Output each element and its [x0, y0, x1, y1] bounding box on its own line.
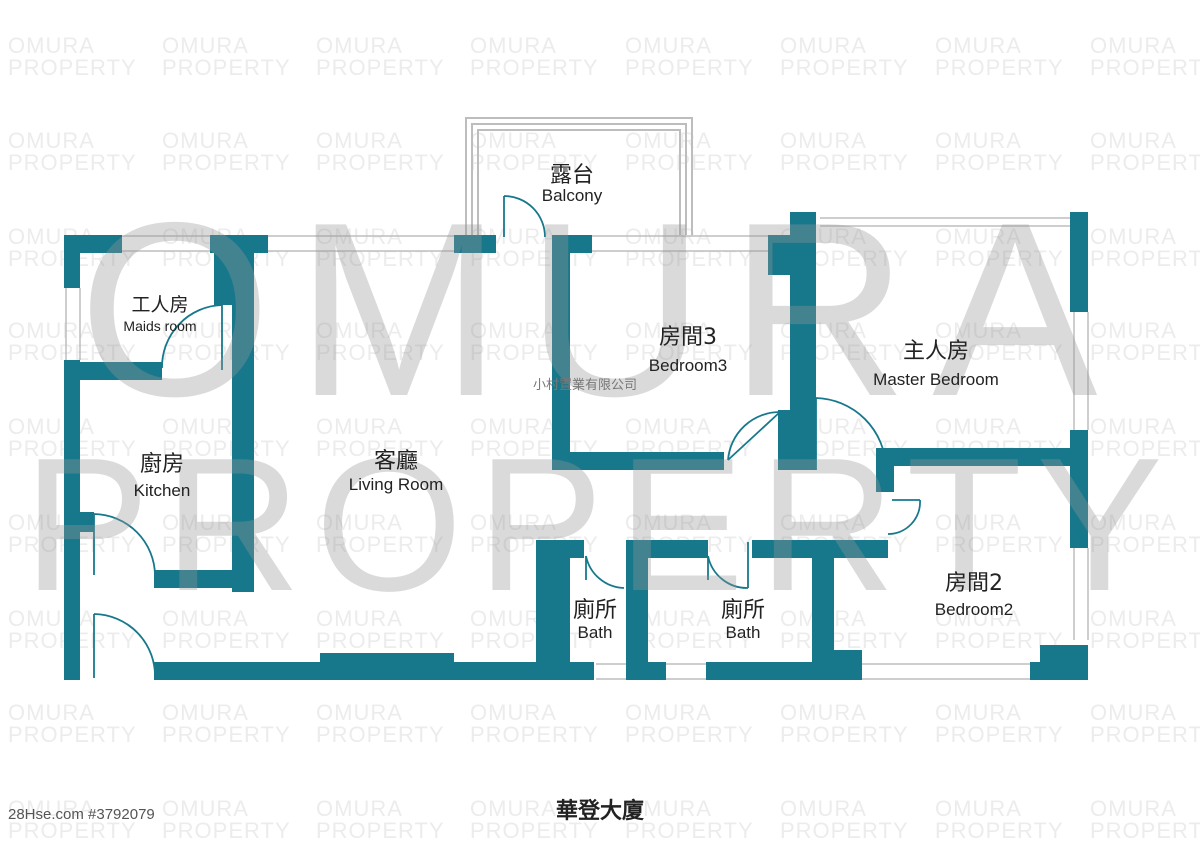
watermark-tile: OMURA PROPERTY — [470, 700, 599, 747]
watermark-tile: OMURA PROPERTY — [935, 700, 1064, 747]
bath2-label-en: Bath — [725, 623, 761, 642]
watermark-tile: OMURA PROPERTY — [1090, 318, 1200, 365]
walls — [64, 212, 1088, 680]
bath1-label-en: Bath — [577, 623, 613, 642]
watermark-big-line2: PROPERTY — [23, 419, 1177, 631]
watermark-tile: OMURA PROPERTY — [780, 33, 909, 80]
watermark-tile: OMURA PROPERTY — [316, 128, 445, 175]
watermark-tile: OMURA PROPERTY — [780, 608, 909, 653]
watermark-tile: OMURA PROPERTY — [8, 318, 137, 365]
living-room-label-cn: 客廳 — [373, 449, 418, 474]
watermark-tile: OMURA PROPERTY — [625, 128, 754, 175]
maids-room-label-cn: 工人房 — [131, 294, 189, 316]
watermark-tile: OMURA PROPERTY — [935, 224, 1064, 271]
watermark-tile: OMURA PROPERTY — [1090, 414, 1200, 461]
bedroom3-label-en: Bedroom3 — [648, 356, 728, 375]
watermark-tile: OMURA PROPERTY — [625, 33, 754, 80]
watermark-tile: OMURA PROPERTY — [935, 33, 1064, 80]
watermark-tile: OMURA PROPERTY — [470, 510, 599, 557]
living-room-label-en: Living Room — [348, 475, 444, 494]
watermark-tile: OMURA PROPERTY — [162, 606, 291, 653]
watermark-tile: OMURA PROPERTY — [8, 796, 137, 843]
watermark-tile: OMURA PROPERTY — [780, 128, 909, 175]
watermark-tile: OMURA PROPERTY — [316, 700, 445, 747]
bath2-label-cn: 廁所 — [720, 598, 765, 623]
watermark-tile: OMURA PROPERTY — [935, 796, 1064, 843]
watermark-tile: OMURA PROPERTY — [162, 128, 291, 175]
watermark-tile: OMURA PROPERTY — [8, 128, 137, 175]
maids-room-label-en: Maids room — [123, 318, 197, 334]
balcony-label-en: Balcony — [541, 186, 603, 205]
watermark-big-line1: OMURA — [78, 170, 1122, 448]
watermark-tile: OMURA PROPERTY — [162, 414, 291, 461]
bath1-label-cn: 廁所 — [572, 598, 617, 623]
bedroom2-label-cn: 房間2 — [945, 571, 1003, 596]
watermark-tile: OMURA PROPERTY — [935, 606, 1064, 653]
watermark-tile: OMURA PROPERTY — [1090, 224, 1200, 271]
watermark-tile: OMURA PROPERTY — [625, 318, 754, 365]
watermark-tile: OMURA PROPERTY — [316, 318, 445, 365]
watermark-tile: OMURA PROPERTY — [1090, 33, 1200, 80]
watermark-tile: OMURA PROPERTY — [470, 33, 599, 80]
kitchen-label-cn: 廚房 — [139, 452, 184, 477]
watermark-tile: OMURA PROPERTY — [162, 33, 291, 80]
watermark-tile: OMURA PROPERTY — [780, 796, 909, 843]
watermark-tile: OMURA PROPERTY — [935, 128, 1064, 175]
watermark-tile: OMURA PROPERTY — [316, 33, 445, 80]
balcony-railing — [465, 117, 693, 235]
watermark-tile: OMURA PROPERTY — [1090, 796, 1200, 843]
watermark-tile: OMURA PROPERTY — [1090, 510, 1200, 557]
watermark-tile: OMURA PROPERTY — [780, 700, 909, 747]
watermark-tile: OMURA PROPERTY — [316, 510, 445, 557]
company-watermark: 小村置業有限公司 — [533, 378, 638, 393]
watermark-tile: OMURA PROPERTY — [1090, 606, 1200, 653]
watermark-tile: OMURA PROPERTY — [935, 318, 1064, 365]
watermark-tile: OMURA PROPERTY — [162, 510, 291, 557]
kitchen-label-en: Kitchen — [133, 481, 191, 500]
watermark-tile: OMURA PROPERTY — [625, 796, 754, 843]
watermark-tile: OMURA PROPERTY — [8, 700, 137, 747]
master-bedroom-label-cn: 主人房 — [902, 339, 969, 364]
watermark-tile: OMURA PROPERTY — [935, 510, 1064, 557]
watermark-tile: OMURA PROPERTY — [162, 700, 291, 747]
listing-id: 28Hse.com #3792079 — [8, 806, 155, 823]
watermark-tile: OMURA PROPERTY — [8, 33, 137, 80]
building-name: 華登大廈 — [555, 799, 644, 824]
watermark-tile: OMURA PROPERTY — [162, 796, 291, 843]
watermark-tile: OMURA PROPERTY — [470, 128, 599, 175]
watermark-tile: OMURA PROPERTY — [1090, 128, 1200, 175]
watermark-tile: OMURA PROPERTY — [316, 796, 445, 843]
watermark-tile: OMURA PROPERTY — [316, 414, 445, 461]
bedroom3-label-cn: 房間3 — [659, 325, 717, 350]
watermark-tile: OMURA PROPERTY — [316, 606, 445, 653]
balcony-label-cn: 露台 — [549, 163, 594, 188]
door-swings — [93, 195, 921, 679]
bedroom2-label-en: Bedroom2 — [934, 600, 1014, 619]
windows — [65, 217, 1089, 680]
master-bedroom-label-en: Master Bedroom — [873, 370, 999, 389]
watermark-tile: OMURA PROPERTY — [162, 318, 291, 365]
watermark-tile: OMURA PROPERTY — [470, 796, 599, 843]
watermark-tile: OMURA PROPERTY — [625, 700, 754, 747]
watermark-tile: OMURA PROPERTY — [1090, 700, 1200, 747]
